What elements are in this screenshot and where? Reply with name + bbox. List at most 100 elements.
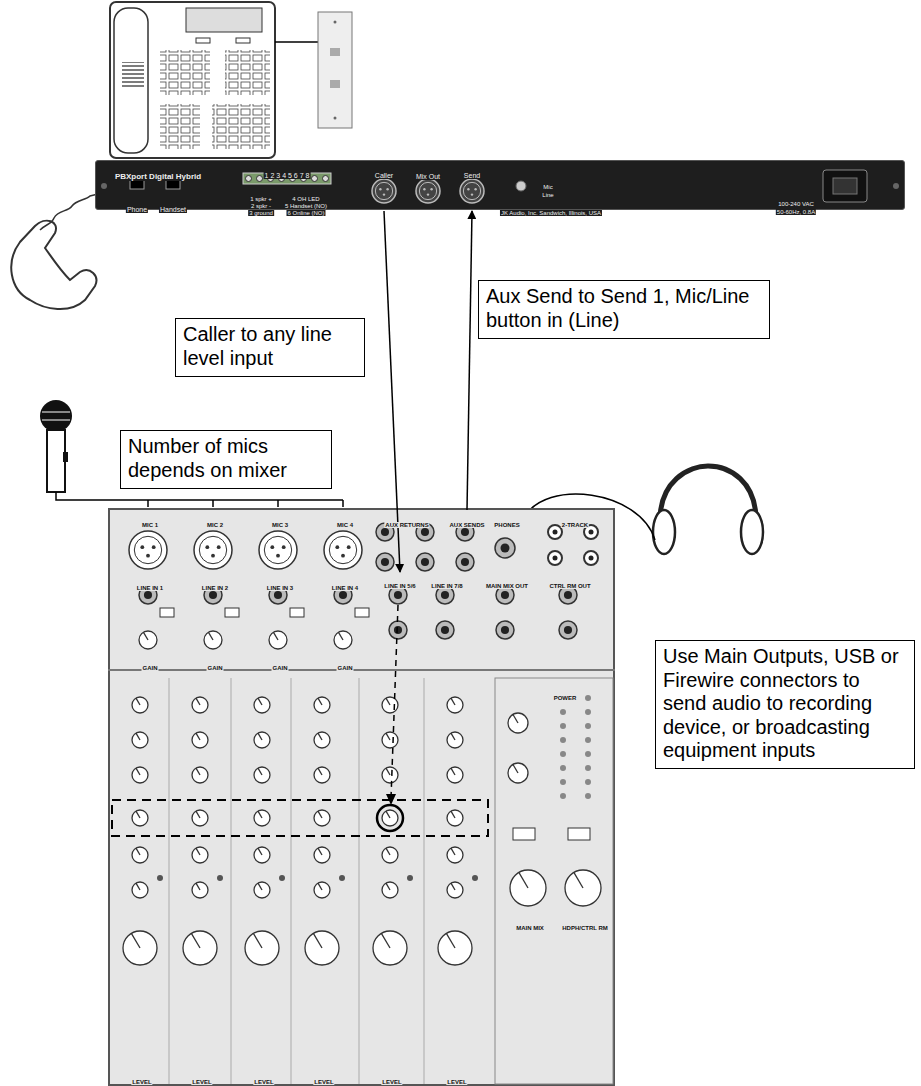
line-input-jack: LINE IN 5/6 — [380, 572, 420, 612]
knob — [139, 631, 157, 649]
jack-hole — [461, 528, 469, 536]
meter-led — [585, 779, 591, 785]
knob-pointer — [258, 733, 262, 740]
mixer-label: LINE IN 3 — [266, 585, 294, 591]
xlr-ring — [419, 182, 436, 199]
mute-led — [217, 875, 223, 881]
knob — [132, 882, 148, 898]
terminal-block — [243, 173, 331, 184]
mixer-label: LEVEL — [381, 1079, 402, 1085]
arrowhead — [386, 794, 396, 805]
panel-label: Handset — [159, 206, 187, 213]
mute-led — [472, 875, 478, 881]
knob — [132, 767, 148, 783]
mic-grill — [42, 412, 70, 413]
phone-key — [196, 38, 210, 43]
knob — [447, 810, 463, 826]
knob-pointer — [258, 848, 262, 855]
knob-pointer — [196, 698, 200, 705]
knob — [314, 767, 330, 783]
panel-label: 6 Online (NO) — [286, 210, 325, 216]
knob — [269, 631, 287, 649]
knob — [382, 732, 398, 748]
mixer-label: GAIN — [272, 665, 289, 671]
signal-arrow — [467, 211, 472, 510]
mute-led — [339, 875, 345, 881]
strip-divider — [359, 678, 360, 1084]
jack-hole — [461, 558, 469, 566]
xlr-ring — [463, 182, 480, 199]
panel-label: Mix Out — [415, 173, 441, 180]
knob — [565, 870, 601, 906]
panel-label: 100-240 VAC — [777, 201, 815, 207]
mic-body — [47, 430, 65, 492]
knob — [254, 767, 270, 783]
knob-pointer — [258, 768, 262, 775]
jack — [496, 621, 514, 639]
callout-box: Use Main Outputs, USB or Firewire connec… — [655, 640, 915, 769]
xlr-pin — [140, 545, 144, 549]
rca-hole — [589, 556, 594, 561]
meter-led — [585, 723, 591, 729]
mixer-label: LEVEL — [446, 1079, 467, 1085]
terminal-screw — [323, 176, 329, 182]
xlr-pin — [471, 193, 473, 195]
knob-pointer — [318, 768, 322, 775]
xlr-pin — [335, 545, 339, 549]
panel-label: Mic — [542, 184, 553, 190]
jack-hole — [501, 544, 510, 553]
mic-line-button — [516, 181, 526, 191]
knob — [314, 810, 330, 826]
knob — [447, 882, 463, 898]
knob — [245, 931, 279, 965]
knob — [382, 697, 398, 713]
jack-hole — [421, 558, 429, 566]
switch — [513, 828, 535, 840]
meter-led — [585, 793, 591, 799]
mixer-label: MIC 1 — [141, 522, 159, 528]
callout-box: Caller to any line level input — [175, 318, 365, 377]
knob-pointer — [136, 698, 140, 705]
xlr-ring — [329, 536, 356, 563]
knob — [508, 763, 528, 783]
terminal-screw — [312, 176, 318, 182]
mixer-label: LINE IN 4 — [331, 585, 359, 591]
xlr-connector: Caller — [366, 161, 402, 211]
section-divider — [108, 669, 615, 671]
knob-pointer — [386, 698, 390, 705]
mic-grill — [42, 420, 70, 421]
hpf-switch — [290, 608, 304, 617]
knob-pointer — [386, 883, 390, 890]
phone-buttons — [225, 50, 270, 95]
mixer-label: LEVEL — [191, 1079, 212, 1085]
jack-hole — [209, 591, 217, 599]
knob-pointer — [144, 632, 149, 640]
jack-hole — [564, 626, 572, 634]
jack-hole — [274, 591, 282, 599]
xlr-jack — [372, 179, 396, 203]
mixer-label: LEVEL — [313, 1079, 334, 1085]
strip-divider — [291, 678, 292, 1084]
rca-jack — [548, 551, 562, 565]
knob — [192, 882, 208, 898]
meter-led — [560, 723, 566, 729]
panel-label: PBXport Digital Hybrid — [114, 173, 202, 181]
knob-pointer — [258, 883, 262, 890]
callout-text: Use Main Outputs, USB or Firewire connec… — [663, 645, 907, 763]
knob-pointer — [386, 768, 390, 775]
panel-label: 1 spkr + — [249, 196, 273, 202]
mixer-label: AUX RETURNS — [384, 522, 429, 528]
phone-cord — [275, 41, 318, 43]
knob — [183, 931, 217, 965]
xlr-pin — [270, 545, 274, 549]
meter-led — [560, 779, 566, 785]
panel-label: 4 OH LED — [291, 196, 320, 202]
knob-pointer — [386, 848, 390, 855]
xlr-pin — [341, 554, 345, 558]
mixer-label: MAIN MIX — [515, 925, 545, 931]
knob-pointer — [258, 811, 262, 818]
signal-arrow — [384, 211, 400, 572]
knob — [314, 732, 330, 748]
knob — [254, 810, 270, 826]
knob-pointer — [382, 934, 391, 948]
